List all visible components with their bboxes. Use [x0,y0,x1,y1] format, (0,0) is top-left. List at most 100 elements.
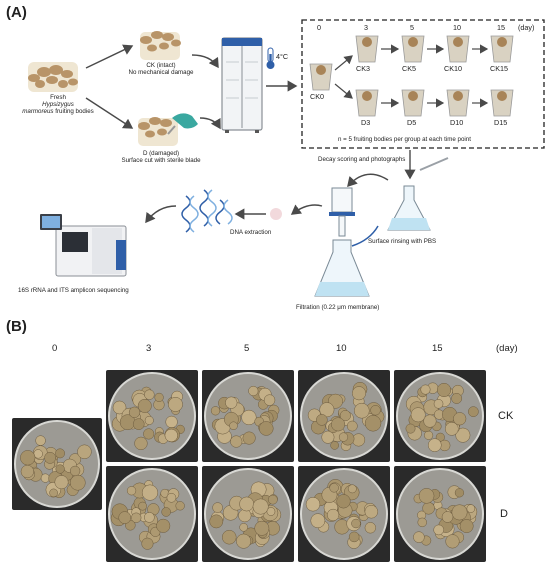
mushroom-cap [112,400,127,415]
mushroom-cap [137,398,152,413]
d-caption-line2: Surface cut with sterile blade [121,157,201,165]
gloved-hand-blade-icon [167,113,198,135]
mushroom-cap [144,415,154,425]
b-day-header-5: 5 [244,343,250,354]
decay-scoring-note: Decay scoring and photographs [318,156,406,163]
b-day-header-0: 0 [52,343,58,354]
mushroom-cap [156,518,171,533]
ck-caption-line2: No mechanical damage [128,69,194,77]
mushroom-cap [175,501,185,511]
mushroom-cap [229,421,238,431]
mushroom-cap [437,382,452,398]
photo-ck3 [106,370,198,462]
photo-ck15 [394,370,486,462]
dna-pellet-icon [270,208,282,220]
mushroom-cap [166,492,177,503]
mushroom-cap [310,513,326,529]
dna-extraction-note: DNA extraction [230,229,272,236]
mushroom-cap [405,423,416,434]
label-d15: D15 [494,118,508,127]
mushroom-cap [354,402,370,419]
ck-mushroom-cluster-icon [140,31,181,60]
mushroom-cap [132,418,145,430]
mushroom-cap [433,524,444,536]
day-unit-a: (day) [518,23,535,32]
mushroom-cap [49,488,58,498]
mushroom-cap [364,522,377,534]
mushroom-cap [445,534,460,549]
mushroom-cap [330,441,339,450]
mushroom-cap [455,427,471,443]
mushroom-cap [239,496,254,512]
mushroom-cap [370,405,381,416]
mushroom-cap [165,415,178,429]
day-header-5: 5 [410,23,414,32]
mushroom-cap [55,464,65,474]
mushroom-cap [321,430,335,444]
mushroom-cap [126,486,137,496]
mushroom-cap [427,438,442,452]
mushroom-cap [468,406,479,417]
mushroom-cap [451,504,468,521]
mushroom-cap [305,497,321,512]
mushroom-cap [326,508,340,522]
filtration-note: Filtration (0.22 μm membrane) [296,304,380,311]
mushroom-cap [263,394,276,406]
mushroom-cap [424,430,434,440]
label-ck3: CK3 [356,64,370,73]
mushroom-cap [225,396,238,409]
mushroom-cap [212,502,223,513]
filtration-apparatus-icon [314,187,379,297]
mushroom-cap [420,384,431,395]
mushroom-cap [144,512,155,523]
mushroom-cap [35,435,46,446]
mushroom-cap [241,409,257,426]
label-d5: D5 [407,118,417,127]
mushroom-cap [69,474,86,491]
pbs-rinse-note: Surface rinsing with PBS [368,238,437,245]
d-caption: D (damaged) Surface cut with sterile bla… [104,150,218,164]
fresh-line3: fruiting bodies [55,108,94,116]
label-ck0: CK0 [310,92,324,101]
b-day-unit: (day) [496,343,518,354]
mushroom-cap [138,501,147,511]
row-label-ck: CK [498,410,514,422]
mushroom-cap [230,435,243,448]
ck-caption-line1: CK (intact) [146,62,176,69]
mushroom-cap [254,520,270,536]
fresh-mushroom-caption: Fresh Hypsizygus marmoreus fruiting bodi… [10,94,106,116]
species-epithet: marmoreus [22,108,54,116]
label-d10: D10 [450,118,464,127]
d-caption-line1: D (damaged) [142,150,180,157]
photo-d10 [298,466,390,562]
mushroom-cap [319,402,335,418]
mushroom-cap [54,475,69,490]
photo-ck5 [202,370,294,462]
panel-b-label: (B) [6,318,27,335]
mushroom-cap [69,465,81,477]
mushroom-cap [168,397,183,412]
day-header-15: 15 [497,23,505,32]
forceps-icon [419,157,449,171]
panel-a-label: (A) [6,4,27,21]
mushroom-cap [338,432,349,442]
b-day-header-15: 15 [432,343,443,354]
sequencer-icon [40,214,127,277]
mushroom-cap [423,414,437,428]
b-day-header-3: 3 [146,343,152,354]
mushroom-cap [210,406,221,416]
mushroom-cap [441,511,454,523]
day-header-3: 3 [364,23,368,32]
label-d3: D3 [361,118,371,127]
mushroom-cap [413,531,425,543]
ck-caption: CK (intact) No mechanical damage [118,62,204,76]
photo-d15 [394,466,486,562]
temperature-label: 4°C [276,52,289,61]
mushroom-cap [248,385,259,397]
mushroom-cap [143,428,155,440]
mushroom-cap [20,450,36,466]
mushroom-cap [364,415,382,432]
sequencing-note: 16S rRNA and ITS amplicon sequencing [18,287,129,294]
mushroom-cap [242,431,256,445]
mushroom-cap [222,529,237,545]
